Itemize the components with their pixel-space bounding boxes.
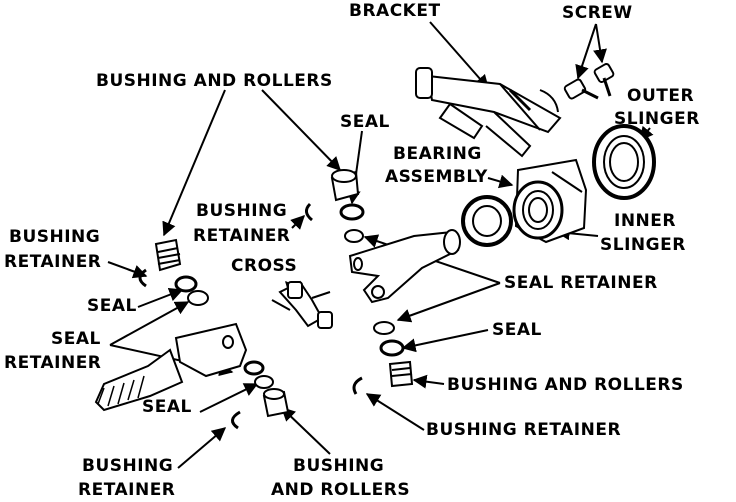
bushing-retainer-clip-bottom — [231, 410, 241, 430]
seal-ring-lower — [243, 360, 265, 376]
outer-slinger-part — [592, 124, 656, 200]
label-inner-slinger-line1: INNER — [614, 211, 676, 231]
label-bushing-rollers-top: BUSHING AND ROLLERS — [96, 71, 333, 91]
label-seal-retainer-right: SEAL RETAINER — [504, 273, 658, 293]
label-seal-left: SEAL — [87, 296, 137, 316]
cross-part — [271, 280, 333, 329]
bushing-retainer-clip-mid — [305, 202, 313, 222]
bushing-rollers-left-part — [154, 238, 182, 272]
label-bracket: BRACKET — [349, 1, 441, 21]
label-bushing-retainer-left-line2: RETAINER — [4, 252, 102, 272]
label-bushing-retainer-bottom-line1: BUSHING — [82, 456, 174, 476]
label-bearing-assembly-line1: BEARING — [393, 144, 482, 164]
label-seal-top: SEAL — [340, 112, 390, 132]
seal-ring-right — [379, 339, 405, 357]
seal-ring-left — [174, 275, 198, 293]
bushing-rollers-bottom-part — [262, 388, 290, 418]
yoke-part-right — [348, 229, 461, 304]
bushing-retainer-clip-right — [352, 376, 363, 395]
yoke-part-left — [94, 322, 248, 412]
label-bushing-retainer-bottom-line2: RETAINER — [78, 480, 176, 500]
bushing-rollers-right-part — [388, 360, 414, 388]
label-outer-slinger-line2: SLINGER — [614, 109, 700, 129]
seal-ring-top — [339, 203, 365, 221]
seal-retainer-ring-lower — [254, 375, 274, 389]
label-bushing-rollers-bottom-line2: AND ROLLERS — [271, 480, 411, 500]
label-screw: SCREW — [562, 3, 633, 23]
label-bushing-retainer-left-line1: BUSHING — [9, 227, 101, 247]
inner-slinger-part — [461, 195, 513, 247]
label-bushing-rollers-right: BUSHING AND ROLLERS — [447, 375, 684, 395]
bushing-rollers-top-part — [330, 169, 360, 202]
screw-part-2 — [593, 63, 615, 97]
label-outer-slinger-line1: OUTER — [627, 86, 695, 106]
seal-retainer-ring-left — [187, 290, 209, 306]
seal-retainer-ring-right — [373, 321, 395, 335]
bushing-retainer-clip-left — [138, 268, 147, 288]
label-inner-slinger-line2: SLINGER — [600, 235, 686, 255]
screw-part-1 — [563, 78, 599, 100]
label-seal-right: SEAL — [492, 320, 542, 340]
seal-retainer-ring-top — [344, 229, 364, 243]
bracket-part — [415, 67, 562, 158]
label-bushing-retainer-right: BUSHING RETAINER — [426, 420, 622, 440]
label-bushing-retainer-mid-line2: RETAINER — [193, 226, 291, 246]
label-bushing-retainer-mid-line1: BUSHING — [196, 201, 288, 221]
label-seal-bottom: SEAL — [142, 397, 192, 417]
label-bearing-assembly-line2: ASSEMBLY — [385, 167, 488, 187]
label-cross: CROSS — [231, 256, 298, 276]
label-seal-retainer-left-line1: SEAL — [51, 329, 101, 349]
bearing-assembly-part — [512, 158, 588, 244]
label-bushing-rollers-bottom-line1: BUSHING — [293, 456, 385, 476]
label-seal-retainer-left-line2: RETAINER — [4, 353, 102, 373]
